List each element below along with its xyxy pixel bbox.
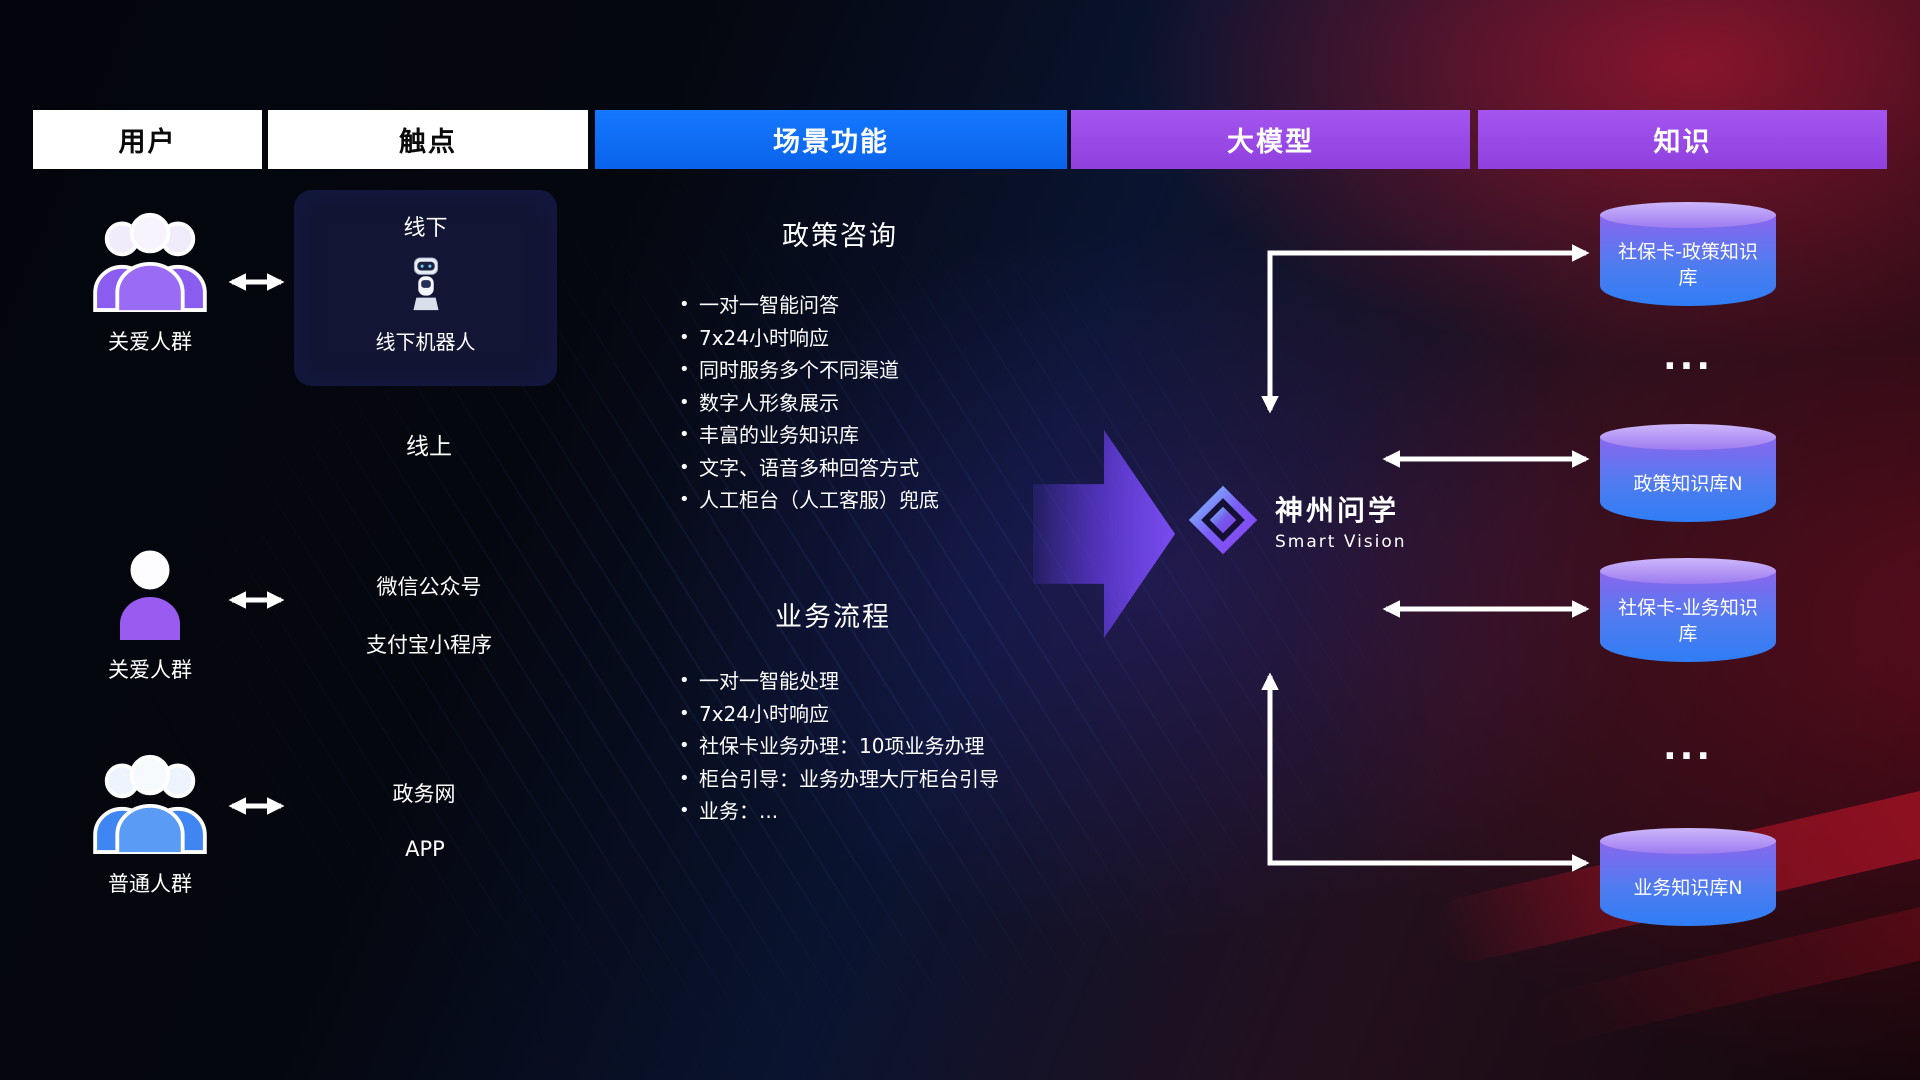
header-col-touchpoints: 触点: [268, 110, 588, 169]
header-col-model: 大模型: [1071, 110, 1470, 169]
header-col-knowledge: 知识: [1478, 110, 1887, 169]
user-group-care-1: 关爱人群: [80, 210, 220, 356]
channel-gov-web: 政务网: [392, 782, 456, 806]
business-section-title: 业务流程: [775, 602, 891, 633]
header-col-scenarios-label: 场景功能: [773, 127, 889, 158]
list-item: 文字、语音多种回答方式: [677, 452, 939, 485]
online-title: 线上: [406, 434, 452, 460]
people-group-icon: [93, 754, 207, 854]
cylinder-top: [1600, 424, 1776, 450]
header-col-knowledge-label: 知识: [1653, 127, 1712, 158]
cylinder-body: [1600, 571, 1776, 662]
cylinder-top: [1600, 202, 1776, 228]
diamond-logo-icon: [1188, 485, 1258, 555]
knowledge-db-policy-n: 政策知识库N: [1600, 424, 1776, 522]
robot-icon: [412, 257, 439, 311]
people-group-icon: [93, 212, 207, 312]
cylinder-body: [1600, 841, 1776, 926]
list-item: 7x24小时响应: [677, 322, 939, 355]
offline-title: 线下: [403, 216, 448, 241]
model-subtitle: Smart Vision: [1275, 531, 1407, 552]
list-item: 7x24小时响应: [677, 698, 999, 731]
knowledge-db-business-n: 业务知识库N: [1600, 828, 1776, 926]
user-group-care-2: 关爱人群: [95, 548, 205, 684]
user-group-label: 关爱人群: [108, 658, 192, 682]
cylinder-body: [1600, 437, 1776, 522]
list-item: 业务：...: [677, 795, 999, 828]
list-item: 同时服务多个不同渠道: [677, 354, 939, 387]
list-item: 丰富的业务知识库: [677, 419, 939, 452]
policy-section-title: 政策咨询: [782, 221, 898, 252]
business-feature-list: 一对一智能处理 7x24小时响应 社保卡业务办理：10项业务办理 柜台引导：业务…: [677, 665, 999, 828]
channel-app: APP: [405, 837, 445, 861]
cylinder-top: [1600, 828, 1776, 854]
list-item: 人工柜台（人工客服）兜底: [677, 484, 939, 517]
user-group-label: 普通人群: [108, 872, 192, 896]
list-item: 一对一智能处理: [677, 665, 999, 698]
knowledge-db-policy-ssc: 社保卡-政策知识库: [1600, 202, 1776, 306]
cylinder-body: [1600, 215, 1776, 306]
list-item: 一对一智能问答: [677, 289, 939, 322]
channel-alipay: 支付宝小程序: [366, 633, 492, 657]
header-col-touchpoints-label: 触点: [399, 127, 457, 158]
channel-wechat: 微信公众号: [376, 575, 482, 599]
knowledge-db-label: 社保卡-业务知识库: [1618, 597, 1758, 645]
list-item: 数字人形象展示: [677, 387, 939, 420]
offline-robot-label: 线下机器人: [375, 330, 476, 354]
header-col-users: 用户: [33, 110, 262, 169]
knowledge-db-label: 政策知识库N: [1633, 473, 1743, 496]
ellipsis-top: ...: [1662, 337, 1714, 378]
header-col-users-label: 用户: [118, 127, 177, 158]
model-logo-block: 神州问学 Smart Vision: [1185, 482, 1407, 558]
knowledge-db-label: 业务知识库N: [1633, 877, 1743, 900]
model-name: 神州问学: [1275, 493, 1400, 527]
knowledge-db-label: 社保卡-政策知识库: [1618, 241, 1758, 289]
knowledge-db-business-ssc: 社保卡-业务知识库: [1600, 558, 1776, 662]
list-item: 社保卡业务办理：10项业务办理: [677, 730, 999, 763]
header-col-model-label: 大模型: [1227, 127, 1314, 158]
user-group-general: 普通人群: [80, 752, 220, 898]
cylinder-top: [1600, 558, 1776, 584]
offline-touchpoint-card: 线下 线下机器人: [294, 190, 557, 386]
policy-feature-list: 一对一智能问答 7x24小时响应 同时服务多个不同渠道 数字人形象展示 丰富的业…: [677, 289, 939, 517]
person-icon: [120, 550, 180, 640]
user-group-label: 关爱人群: [108, 330, 192, 354]
ellipsis-bottom: ...: [1662, 727, 1714, 768]
list-item: 柜台引导：业务办理大厅柜台引导: [677, 763, 999, 796]
header-col-scenarios: 场景功能: [595, 110, 1067, 169]
